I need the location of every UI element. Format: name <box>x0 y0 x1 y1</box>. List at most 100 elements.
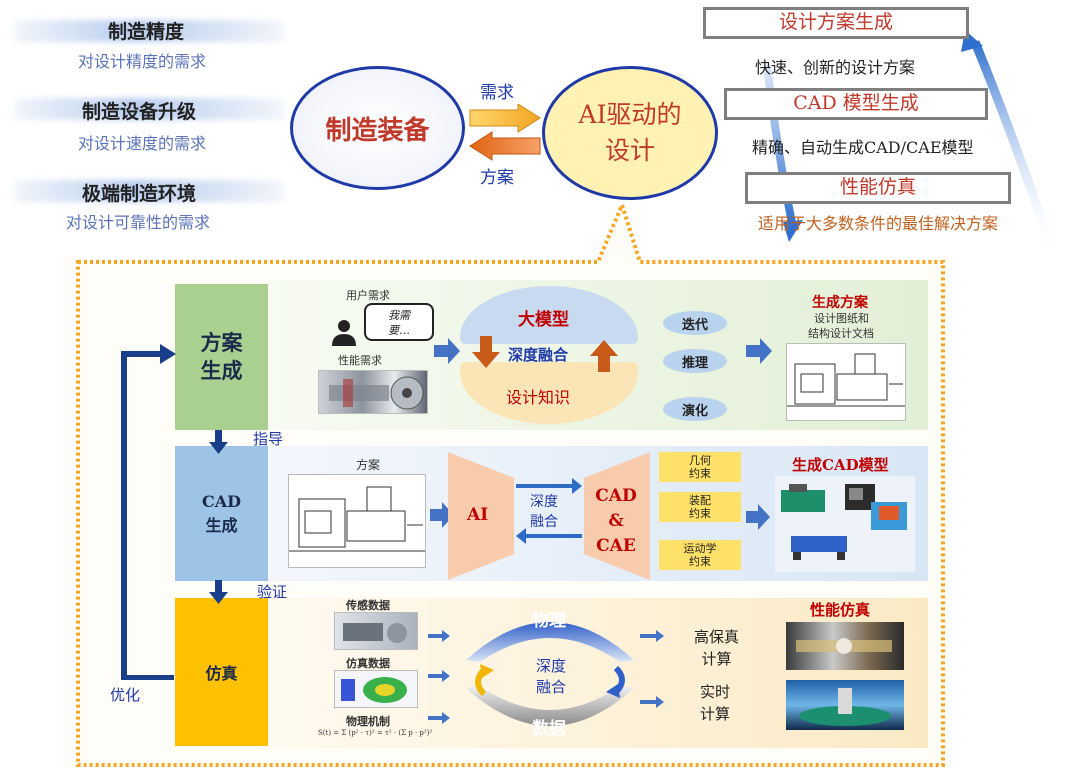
performance-requirement-label: 性能需求 <box>338 354 382 367</box>
constraint-kinematics-line2: 约束 <box>689 555 711 568</box>
sensor-data-image <box>334 612 418 650</box>
constraint-geometry-line2: 约束 <box>689 467 711 480</box>
real-time-line2: 计算 <box>700 705 731 723</box>
row1-output-title: 生成方案 <box>812 295 868 311</box>
ai-design-label-line1: AI驱动的 <box>578 100 682 129</box>
real-time-image <box>786 680 904 730</box>
constraint-assembly-line2: 约束 <box>689 507 711 520</box>
row3-output-title: 性能仿真 <box>810 601 871 619</box>
optimize-label: 优化 <box>110 686 141 704</box>
cad-cae-line1: CAD <box>595 486 637 506</box>
design-scheme-generation-box: 设计方案生成 <box>703 7 969 39</box>
solution-label: 方案 <box>480 168 514 188</box>
row2-input-label: 方案 <box>356 458 381 472</box>
left-item-1-title: 制造精度 <box>108 21 185 43</box>
cad-cae-trapezoid <box>584 452 650 584</box>
bubble-line-2: 要… <box>388 324 410 337</box>
physics-label: 物理 <box>532 611 566 631</box>
row1-fusion-label: 深度融合 <box>508 346 569 364</box>
row1-input-arrow-icon <box>434 338 460 368</box>
row2-fusion-line2: 融合 <box>530 514 558 530</box>
left-item-1-subtitle: 对设计精度的需求 <box>78 52 207 71</box>
scheme-drawing-image <box>786 343 906 421</box>
ai-trapezoid <box>448 452 514 584</box>
sensor-data-label: 传感数据 <box>346 599 390 612</box>
row1-output-line2: 结构设计文档 <box>808 327 874 340</box>
manufacturing-equipment-label: 制造装备 <box>325 115 430 146</box>
op-iterate: 迭代 <box>663 311 727 335</box>
left-item-2-title: 制造设备升级 <box>82 101 197 123</box>
manufacturing-equipment-ellipse: 制造装备 <box>290 66 465 190</box>
design-scheme-generation-desc: 快速、创新的设计方案 <box>755 58 916 77</box>
row2-fusion-line1: 深度 <box>530 494 558 510</box>
row3-fusion-label: 深度 融合 <box>536 656 566 698</box>
ai-label: AI <box>467 505 489 525</box>
high-fidelity-label: 高保真 计算 <box>694 626 739 670</box>
left-item-3-title: 极端制造环境 <box>82 183 197 205</box>
row1-output-line1: 设计图纸和 <box>814 312 869 325</box>
cad-model-generation-box: CAD 模型生成 <box>724 88 988 120</box>
constraint-kinematics: 运动学 约束 <box>659 540 741 570</box>
row3-output-arrows-icon <box>640 628 666 716</box>
high-fidelity-line2: 计算 <box>701 650 732 668</box>
bubble-line-1: 我需 <box>388 309 410 322</box>
stage-simulation[interactable]: 仿真 <box>175 598 268 746</box>
engine-image <box>318 370 428 414</box>
constraint-assembly-line1: 装配 <box>689 494 711 507</box>
op-evolve-label: 演化 <box>681 403 708 419</box>
row2-input-drawing-image <box>288 474 426 568</box>
flow-arrows-icon <box>110 340 280 684</box>
op-reason: 推理 <box>663 349 727 373</box>
cycle-arrows-icon <box>470 664 630 702</box>
op-reason-label: 推理 <box>681 355 708 371</box>
ai-design-label-line2: 设计 <box>604 136 655 165</box>
ai-design-ellipse: AI驱动的 设计 <box>542 66 718 200</box>
row3-fusion-line2: 融合 <box>536 678 567 696</box>
big-model-label: 大模型 <box>518 310 569 330</box>
constraint-geometry: 几何 约束 <box>659 452 741 482</box>
physics-arc <box>462 600 638 668</box>
verify-label: 验证 <box>257 583 288 601</box>
op-evolve: 演化 <box>663 397 727 421</box>
stage-scheme-label-2: 生成 <box>200 358 243 383</box>
left-item-3-subtitle: 对设计可靠性的需求 <box>66 213 211 232</box>
stage-simulation-label: 仿真 <box>205 664 238 683</box>
data-arc <box>462 684 638 752</box>
real-time-label: 实时 计算 <box>700 681 730 725</box>
real-time-line1: 实时 <box>700 683 731 701</box>
stage-cad-label-1: CAD <box>201 491 242 511</box>
demand-label: 需求 <box>480 83 514 103</box>
row3-fusion-line1: 深度 <box>536 657 567 675</box>
demand-solution-arrows-icon <box>466 103 544 168</box>
row2-output-title: 生成CAD模型 <box>792 456 889 474</box>
row2-fusion-label: 深度 融合 <box>530 492 558 532</box>
stage-cad-generation[interactable]: CAD 生成 <box>175 446 268 581</box>
stage-cad-label-2: 生成 <box>205 515 238 535</box>
stage-scheme-generation[interactable]: 方案 生成 <box>175 284 268 430</box>
performance-simulation-desc: 适用于大多数条件的最佳解决方案 <box>758 214 999 233</box>
cad-cae-line2: & <box>608 511 624 531</box>
design-knowledge-label: 设计知识 <box>506 388 571 407</box>
cad-models-image <box>775 476 915 572</box>
row2-output-arrow-icon <box>746 504 770 534</box>
row1-output-arrow-icon <box>746 338 772 368</box>
constraint-kinematics-line1: 运动学 <box>683 542 717 555</box>
user-icon <box>330 318 358 350</box>
fusion-arrows-icon <box>472 334 622 378</box>
physics-mechanism-label: 物理机制 <box>346 715 390 728</box>
constraint-geometry-line1: 几何 <box>689 454 711 467</box>
left-item-2-subtitle: 对设计速度的需求 <box>78 134 207 153</box>
constraint-assembly: 装配 约束 <box>659 492 741 522</box>
op-iterate-label: 迭代 <box>681 317 708 333</box>
speech-bubble: 我需 要… <box>364 303 434 341</box>
physics-formula: S(t) = Σ (p² · τ)² = τ² · (Σ p · p²)² <box>318 729 433 737</box>
cad-cae-line3: CAE <box>596 536 636 556</box>
high-fidelity-line1: 高保真 <box>694 628 740 646</box>
row3-input-arrows-icon <box>428 628 452 732</box>
row2-fusion-arrows-icon <box>516 478 582 548</box>
simulation-data-label: 仿真数据 <box>346 657 390 670</box>
stage-scheme-label-1: 方案 <box>200 330 243 355</box>
high-fidelity-image <box>786 622 904 670</box>
cad-cae-label: CAD & CAE <box>592 484 640 559</box>
data-label: 数据 <box>532 719 566 739</box>
